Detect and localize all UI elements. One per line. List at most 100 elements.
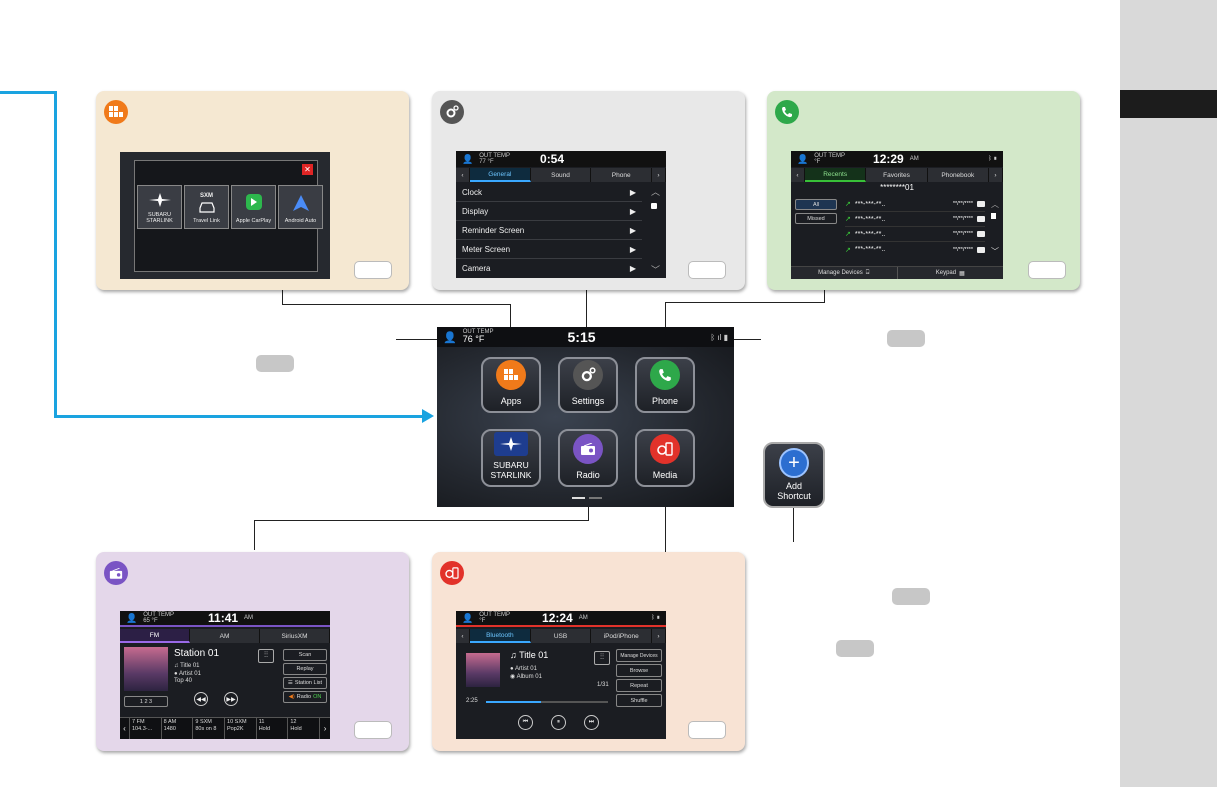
chevron-right-icon[interactable]: › bbox=[988, 168, 1003, 182]
scan-button[interactable]: Scan bbox=[283, 649, 327, 661]
seek-back-icon[interactable]: ◀◀ bbox=[194, 692, 208, 706]
preset-button[interactable]: 12 Hold bbox=[288, 718, 321, 739]
tab-phonebook[interactable]: Phonebook bbox=[927, 168, 989, 182]
apps-screen: ✕ SUBARU STARLINK SXM Travel Link Apple … bbox=[120, 152, 330, 279]
elapsed-time: 2:25 bbox=[466, 698, 478, 704]
play-arrow-icon: ▶ bbox=[629, 225, 636, 235]
outgoing-call-icon: ↗ bbox=[845, 216, 851, 223]
settings-item-reminder[interactable]: Reminder Screen▶ bbox=[456, 221, 642, 240]
repeat-button[interactable]: Repeat bbox=[616, 679, 662, 692]
chevron-right-icon[interactable]: › bbox=[652, 168, 666, 182]
chevron-right-icon[interactable]: › bbox=[652, 629, 666, 643]
user-icon[interactable]: 👤 bbox=[443, 331, 457, 344]
bluetooth-icon: ᛒ ▮ bbox=[651, 615, 660, 621]
tab-usb[interactable]: USB bbox=[530, 629, 592, 643]
settings-item-meter[interactable]: Meter Screen▶ bbox=[456, 240, 642, 259]
browse-button[interactable]: Browse bbox=[616, 664, 662, 677]
tab-general[interactable]: General bbox=[470, 168, 531, 182]
tab-recents[interactable]: Recents bbox=[805, 168, 867, 182]
play-arrow-icon: ▶ bbox=[629, 264, 636, 273]
app-tile-apple-carplay[interactable]: Apple CarPlay bbox=[231, 185, 276, 229]
tab-sound[interactable]: Sound bbox=[530, 168, 592, 182]
apps-tile[interactable]: Apps bbox=[481, 357, 541, 413]
scrollbar-thumb[interactable] bbox=[651, 203, 657, 209]
chevron-left-icon[interactable]: ‹ bbox=[791, 168, 805, 182]
scroll-up-icon[interactable]: ︿ bbox=[991, 200, 999, 209]
message-icon[interactable] bbox=[977, 216, 985, 222]
chevron-left-icon[interactable]: ‹ bbox=[120, 718, 130, 739]
list-item[interactable]: ↗***-***-**..**/**/**** bbox=[845, 212, 985, 227]
app-tile-starlink[interactable]: SUBARU STARLINK bbox=[137, 185, 182, 229]
preset-page-button[interactable]: 1 2 3 bbox=[124, 696, 168, 707]
chevron-left-icon[interactable]: ‹ bbox=[456, 168, 470, 182]
status-bar: 👤 OUT TEMP°F 12:29 AM ᛒ ▮ bbox=[791, 151, 1003, 167]
scroll-down-icon[interactable]: ﹀ bbox=[650, 265, 660, 275]
seek-forward-icon[interactable]: ▶▶ bbox=[224, 692, 238, 706]
close-icon[interactable]: ✕ bbox=[302, 164, 313, 175]
tab-favorites[interactable]: Favorites bbox=[866, 168, 928, 182]
list-item[interactable]: ↗***-***-**..**/**/**** bbox=[845, 197, 985, 212]
tab-bluetooth[interactable]: Bluetooth bbox=[470, 629, 531, 643]
filter-missed-button[interactable]: Missed bbox=[795, 213, 837, 224]
manage-devices-button[interactable]: Manage Devices⍈ bbox=[791, 267, 898, 279]
settings-item-display[interactable]: Display▶ bbox=[456, 202, 642, 221]
app-tile-android-auto[interactable]: Android Auto bbox=[278, 185, 323, 229]
keypad-button[interactable]: Keypad▦ bbox=[935, 270, 965, 277]
media-icon bbox=[440, 561, 464, 585]
app-tile-travel-link[interactable]: SXM Travel Link bbox=[184, 185, 229, 229]
page-indicator[interactable] bbox=[589, 497, 602, 499]
tab-phone[interactable]: Phone bbox=[591, 168, 653, 182]
equalizer-icon[interactable]: ⫶⫶ bbox=[594, 651, 610, 665]
add-shortcut-tile[interactable]: + Add Shortcut bbox=[763, 442, 825, 508]
message-icon[interactable] bbox=[977, 201, 985, 207]
tab-ipod[interactable]: iPod/iPhone bbox=[591, 629, 653, 643]
contact-number: ********01 bbox=[880, 183, 914, 192]
tab-siriusxm[interactable]: SiriusXM bbox=[260, 629, 330, 643]
filter-all-button[interactable]: All bbox=[795, 199, 837, 210]
list-item[interactable]: ↗***-***-**..**/**/**** bbox=[845, 227, 985, 242]
radio-tile[interactable]: Radio bbox=[558, 429, 618, 487]
tab-am[interactable]: AM bbox=[190, 629, 260, 643]
settings-item-clock[interactable]: Clock▶ bbox=[456, 183, 642, 202]
progress-track[interactable] bbox=[486, 701, 608, 703]
previous-track-icon[interactable]: ⏮ bbox=[518, 715, 533, 730]
album-art bbox=[466, 653, 500, 687]
chevron-left-icon[interactable]: ‹ bbox=[456, 629, 470, 643]
scroll-down-icon[interactable]: ﹀ bbox=[991, 247, 999, 256]
chevron-right-icon[interactable]: › bbox=[323, 724, 327, 733]
user-icon: 👤 bbox=[462, 612, 474, 623]
list-item[interactable]: ↗***-***-**..**/**/**** bbox=[845, 242, 985, 257]
preset-button[interactable]: 11 Hold bbox=[257, 718, 289, 739]
message-icon[interactable] bbox=[977, 246, 985, 253]
scrollbar-thumb[interactable] bbox=[991, 213, 996, 219]
keypad-icon: ▦ bbox=[959, 270, 965, 277]
scroll-up-icon[interactable]: ︿ bbox=[650, 187, 660, 197]
replay-button[interactable]: Replay bbox=[283, 663, 327, 675]
page-indicator-active[interactable] bbox=[572, 497, 585, 499]
manage-devices-button[interactable]: Manage Devices bbox=[616, 649, 662, 662]
phone-tile[interactable]: Phone bbox=[635, 357, 695, 413]
equalizer-icon[interactable]: ⫶⫶ bbox=[258, 649, 274, 663]
next-track-icon[interactable]: ⏭ bbox=[584, 715, 599, 730]
user-icon: 👤 bbox=[126, 612, 138, 623]
message-icon[interactable] bbox=[977, 231, 985, 237]
tab-fm[interactable]: FM bbox=[120, 629, 190, 643]
pause-icon[interactable]: ⏸ bbox=[551, 715, 566, 730]
play-arrow-icon: ▶ bbox=[629, 187, 636, 197]
music-note-icon: ♫ bbox=[174, 663, 181, 669]
settings-tile[interactable]: Settings bbox=[558, 357, 618, 413]
settings-tabs: ‹ General Sound Phone › bbox=[456, 168, 666, 182]
settings-item-camera[interactable]: Camera▶ bbox=[462, 264, 636, 273]
starlink-tile[interactable]: SUBARU STARLINK bbox=[481, 429, 541, 487]
media-tile[interactable]: Media bbox=[635, 429, 695, 487]
station-list-button[interactable]: ☰Station List bbox=[283, 677, 327, 689]
list-icon: ☰ bbox=[287, 680, 293, 686]
connector bbox=[824, 290, 825, 302]
shuffle-button[interactable]: Shuffle bbox=[616, 694, 662, 707]
